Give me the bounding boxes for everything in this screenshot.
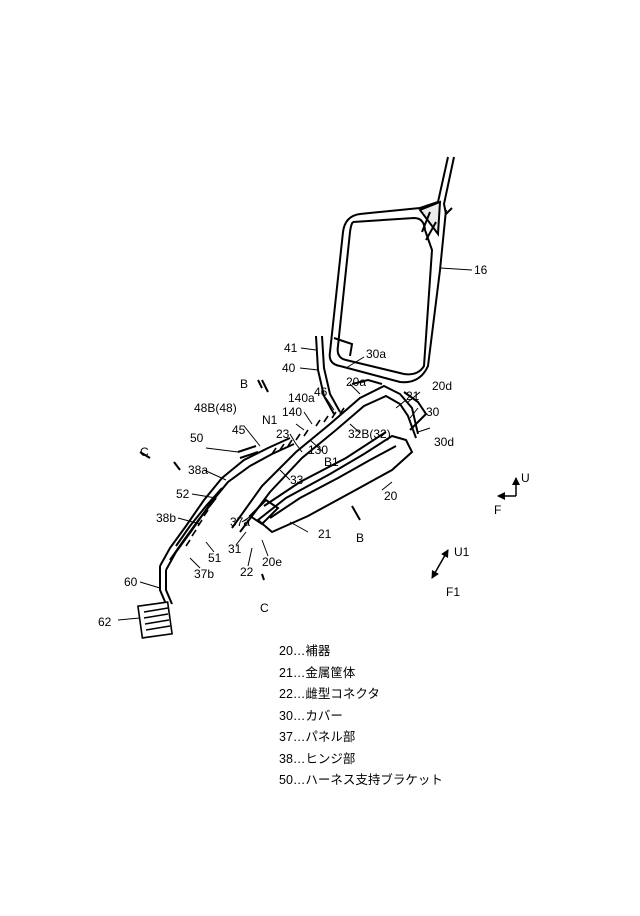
label-F1: F1: [446, 585, 460, 599]
label-52: 52: [176, 487, 190, 501]
legend-item: 20…補器: [279, 644, 331, 658]
legend-item: 21…金属筐体: [279, 665, 356, 680]
label-U1: U1: [454, 545, 470, 559]
legend-item: 38…ヒンジ部: [279, 751, 356, 766]
label-20a: 20a: [346, 375, 366, 389]
structure-16: [328, 156, 455, 384]
label-51: 51: [208, 551, 222, 565]
label-37b: 37b: [194, 567, 214, 581]
bolt-45: [237, 445, 259, 459]
label-60: 60: [124, 575, 138, 589]
label-46: 46: [314, 385, 328, 399]
label-45: 45: [232, 423, 246, 437]
label-21-bottom: 21: [318, 527, 332, 541]
label-U: U: [521, 471, 530, 485]
label-20e: 20e: [262, 555, 282, 569]
label-31: 31: [228, 542, 242, 556]
label-140: 140: [282, 405, 302, 419]
label-C-top: C: [140, 445, 149, 459]
label-62: 62: [98, 615, 112, 629]
legend: 20…補器 21…金属筐体 22…雌型コネクタ 30…カバー 37…パネル部 3…: [279, 641, 443, 792]
leader-lines: [117, 267, 473, 621]
label-50: 50: [190, 431, 204, 445]
hinge-38: [185, 407, 345, 547]
legend-item: 30…カバー: [279, 708, 343, 723]
label-48B: 48B(48): [194, 401, 237, 415]
label-30: 30: [426, 405, 440, 419]
label-20: 20: [384, 489, 398, 503]
label-N1: N1: [262, 413, 278, 427]
bracket-60: [159, 566, 173, 605]
label-B-top: B: [240, 377, 248, 391]
label-22: 22: [240, 565, 254, 579]
bracket-40: [315, 335, 341, 415]
label-33: 33: [290, 473, 304, 487]
label-30d: 30d: [434, 435, 454, 449]
part-labels: 16 41 40 30a B 20a 20d 46 140a 21 48B(48…: [98, 263, 530, 629]
label-B-bottom: B: [356, 531, 364, 545]
legend-item: 50…ハーネス支持ブラケット: [279, 773, 443, 787]
label-21-top: 21: [406, 389, 420, 403]
device-20: [248, 431, 414, 534]
connector-62: [137, 601, 173, 639]
label-37a: 37a: [230, 515, 250, 529]
label-F: F: [494, 503, 501, 517]
legend-item: 37…パネル部: [279, 730, 356, 744]
label-140a: 140a: [288, 391, 315, 405]
harness-bracket-50: [159, 437, 295, 571]
label-30a: 30a: [366, 347, 386, 361]
direction-arrows: [431, 477, 520, 579]
label-23: 23: [276, 427, 290, 441]
legend-item: 22…雌型コネクタ: [279, 687, 380, 701]
label-130: 130: [308, 443, 328, 457]
label-40: 40: [282, 361, 296, 375]
label-38a: 38a: [188, 463, 208, 477]
label-38b: 38b: [156, 511, 176, 525]
label-C-bottom: C: [260, 601, 269, 615]
section-marks: [139, 379, 361, 581]
label-41: 41: [284, 341, 298, 355]
label-20d: 20d: [432, 379, 452, 393]
label-B1: B1: [324, 455, 339, 469]
label-16: 16: [474, 263, 488, 277]
cover-30: [231, 378, 428, 533]
label-32B: 32B(32): [348, 427, 391, 441]
